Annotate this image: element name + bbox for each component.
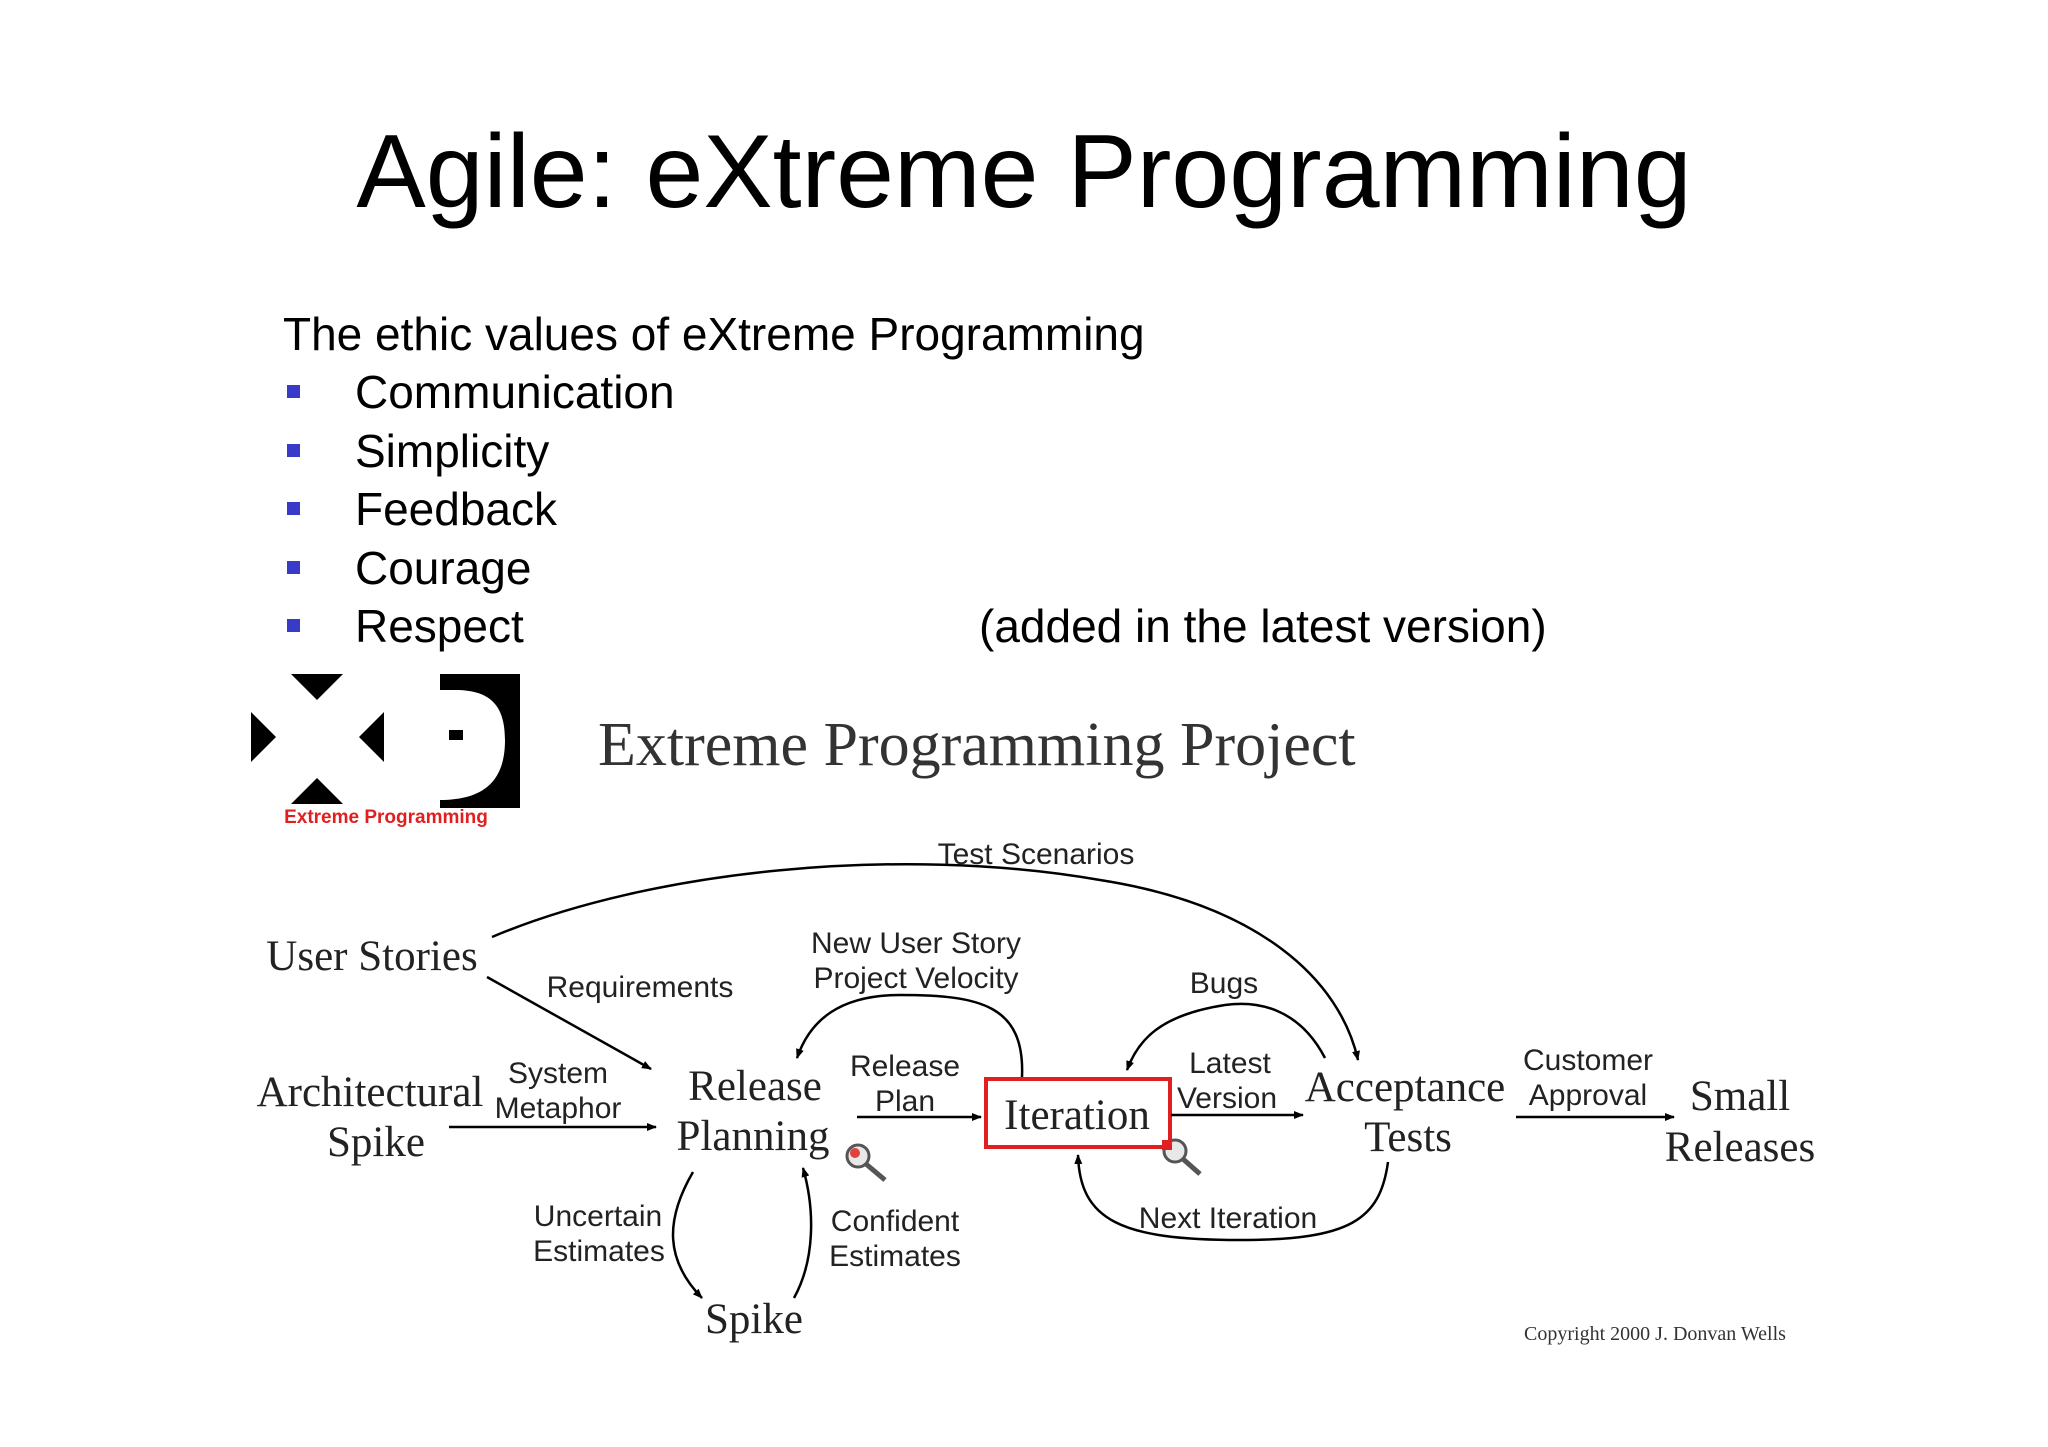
square-bullet-icon <box>287 619 300 632</box>
node-iteration: Iteration <box>1004 1092 1150 1139</box>
label-latest: Latest <box>1189 1047 1271 1080</box>
value-label: Respect <box>355 600 524 652</box>
label-next-iteration: Next Iteration <box>1139 1202 1317 1235</box>
magnifier-icon <box>1162 1138 1202 1176</box>
node-release: Release <box>688 1063 822 1110</box>
node-tests: Tests <box>1364 1114 1452 1161</box>
label-system: System <box>508 1057 608 1090</box>
node-small: Small <box>1690 1073 1790 1120</box>
square-bullet-icon <box>287 385 300 398</box>
square-bullet-icon <box>287 502 300 515</box>
label-customer: Customer <box>1523 1044 1653 1077</box>
square-bullet-icon <box>287 560 300 574</box>
node-releases: Releases <box>1665 1124 1815 1171</box>
label-bugs: Bugs <box>1190 967 1258 1000</box>
label-plan: Plan <box>875 1085 935 1118</box>
logo-triangle-right <box>359 712 384 762</box>
logo-caption: Extreme Programming <box>284 807 488 828</box>
logo-p-shape <box>440 674 520 808</box>
arrow-requirements <box>486 975 652 1071</box>
value-label: Simplicity <box>355 424 550 477</box>
logo-p-dot <box>449 730 463 740</box>
magnifier-icon <box>845 1143 887 1182</box>
node-acceptance: Acceptance <box>1305 1064 1506 1111</box>
node-user-stories: User Stories <box>266 933 477 980</box>
iteration-box <box>984 1077 1172 1149</box>
arrow-test-scenarios <box>491 862 1360 1061</box>
arrow-new-user-story <box>795 993 1024 1078</box>
value-label: Feedback <box>355 483 558 535</box>
label-release: Release <box>850 1050 960 1083</box>
label-confident: Confident <box>831 1205 960 1238</box>
value-note: (added in the latest version) <box>979 600 1547 652</box>
slide-title: Agile: eXtreme Programming <box>356 114 1692 230</box>
node-planning: Planning <box>677 1113 830 1160</box>
value-label: Communication <box>355 366 675 418</box>
logo-triangle-top <box>291 674 343 700</box>
logo-triangle-left <box>251 712 276 762</box>
label-version: Version <box>1177 1082 1277 1115</box>
label-new-user-story: New User Story <box>811 927 1021 960</box>
label-approval: Approval <box>1529 1079 1647 1112</box>
arrow-next-iteration <box>1074 1154 1390 1242</box>
label-uncertain: Uncertain <box>534 1200 662 1233</box>
label-confident-estimates: Estimates <box>829 1240 961 1273</box>
intro-text: The ethic values of eXtreme Programming <box>283 308 1145 360</box>
label-metaphor: Metaphor <box>495 1092 622 1125</box>
diagram-heading: Extreme Programming Project <box>598 711 1356 779</box>
xp-logo: Extreme Programming <box>251 672 521 828</box>
label-test-scenarios: Test Scenarios <box>938 838 1135 871</box>
square-bullet-icon <box>287 443 300 457</box>
arrow-bugs <box>1125 1002 1327 1071</box>
node-architectural-spike: Spike <box>327 1119 425 1166</box>
logo-triangle-bottom <box>291 778 343 804</box>
copyright: Copyright 2000 J. Donvan Wells <box>1524 1323 1786 1345</box>
value-label: Courage <box>355 541 532 594</box>
label-project-velocity: Project Velocity <box>813 962 1018 995</box>
label-uncertain-estimates: Estimates <box>533 1235 665 1268</box>
node-spike: Spike <box>705 1296 803 1343</box>
node-architectural: Architectural <box>257 1069 484 1116</box>
label-requirements: Requirements <box>547 971 734 1004</box>
arrow-uncertain-estimates <box>671 1171 703 1299</box>
arrow-confident-estimates <box>792 1167 813 1299</box>
